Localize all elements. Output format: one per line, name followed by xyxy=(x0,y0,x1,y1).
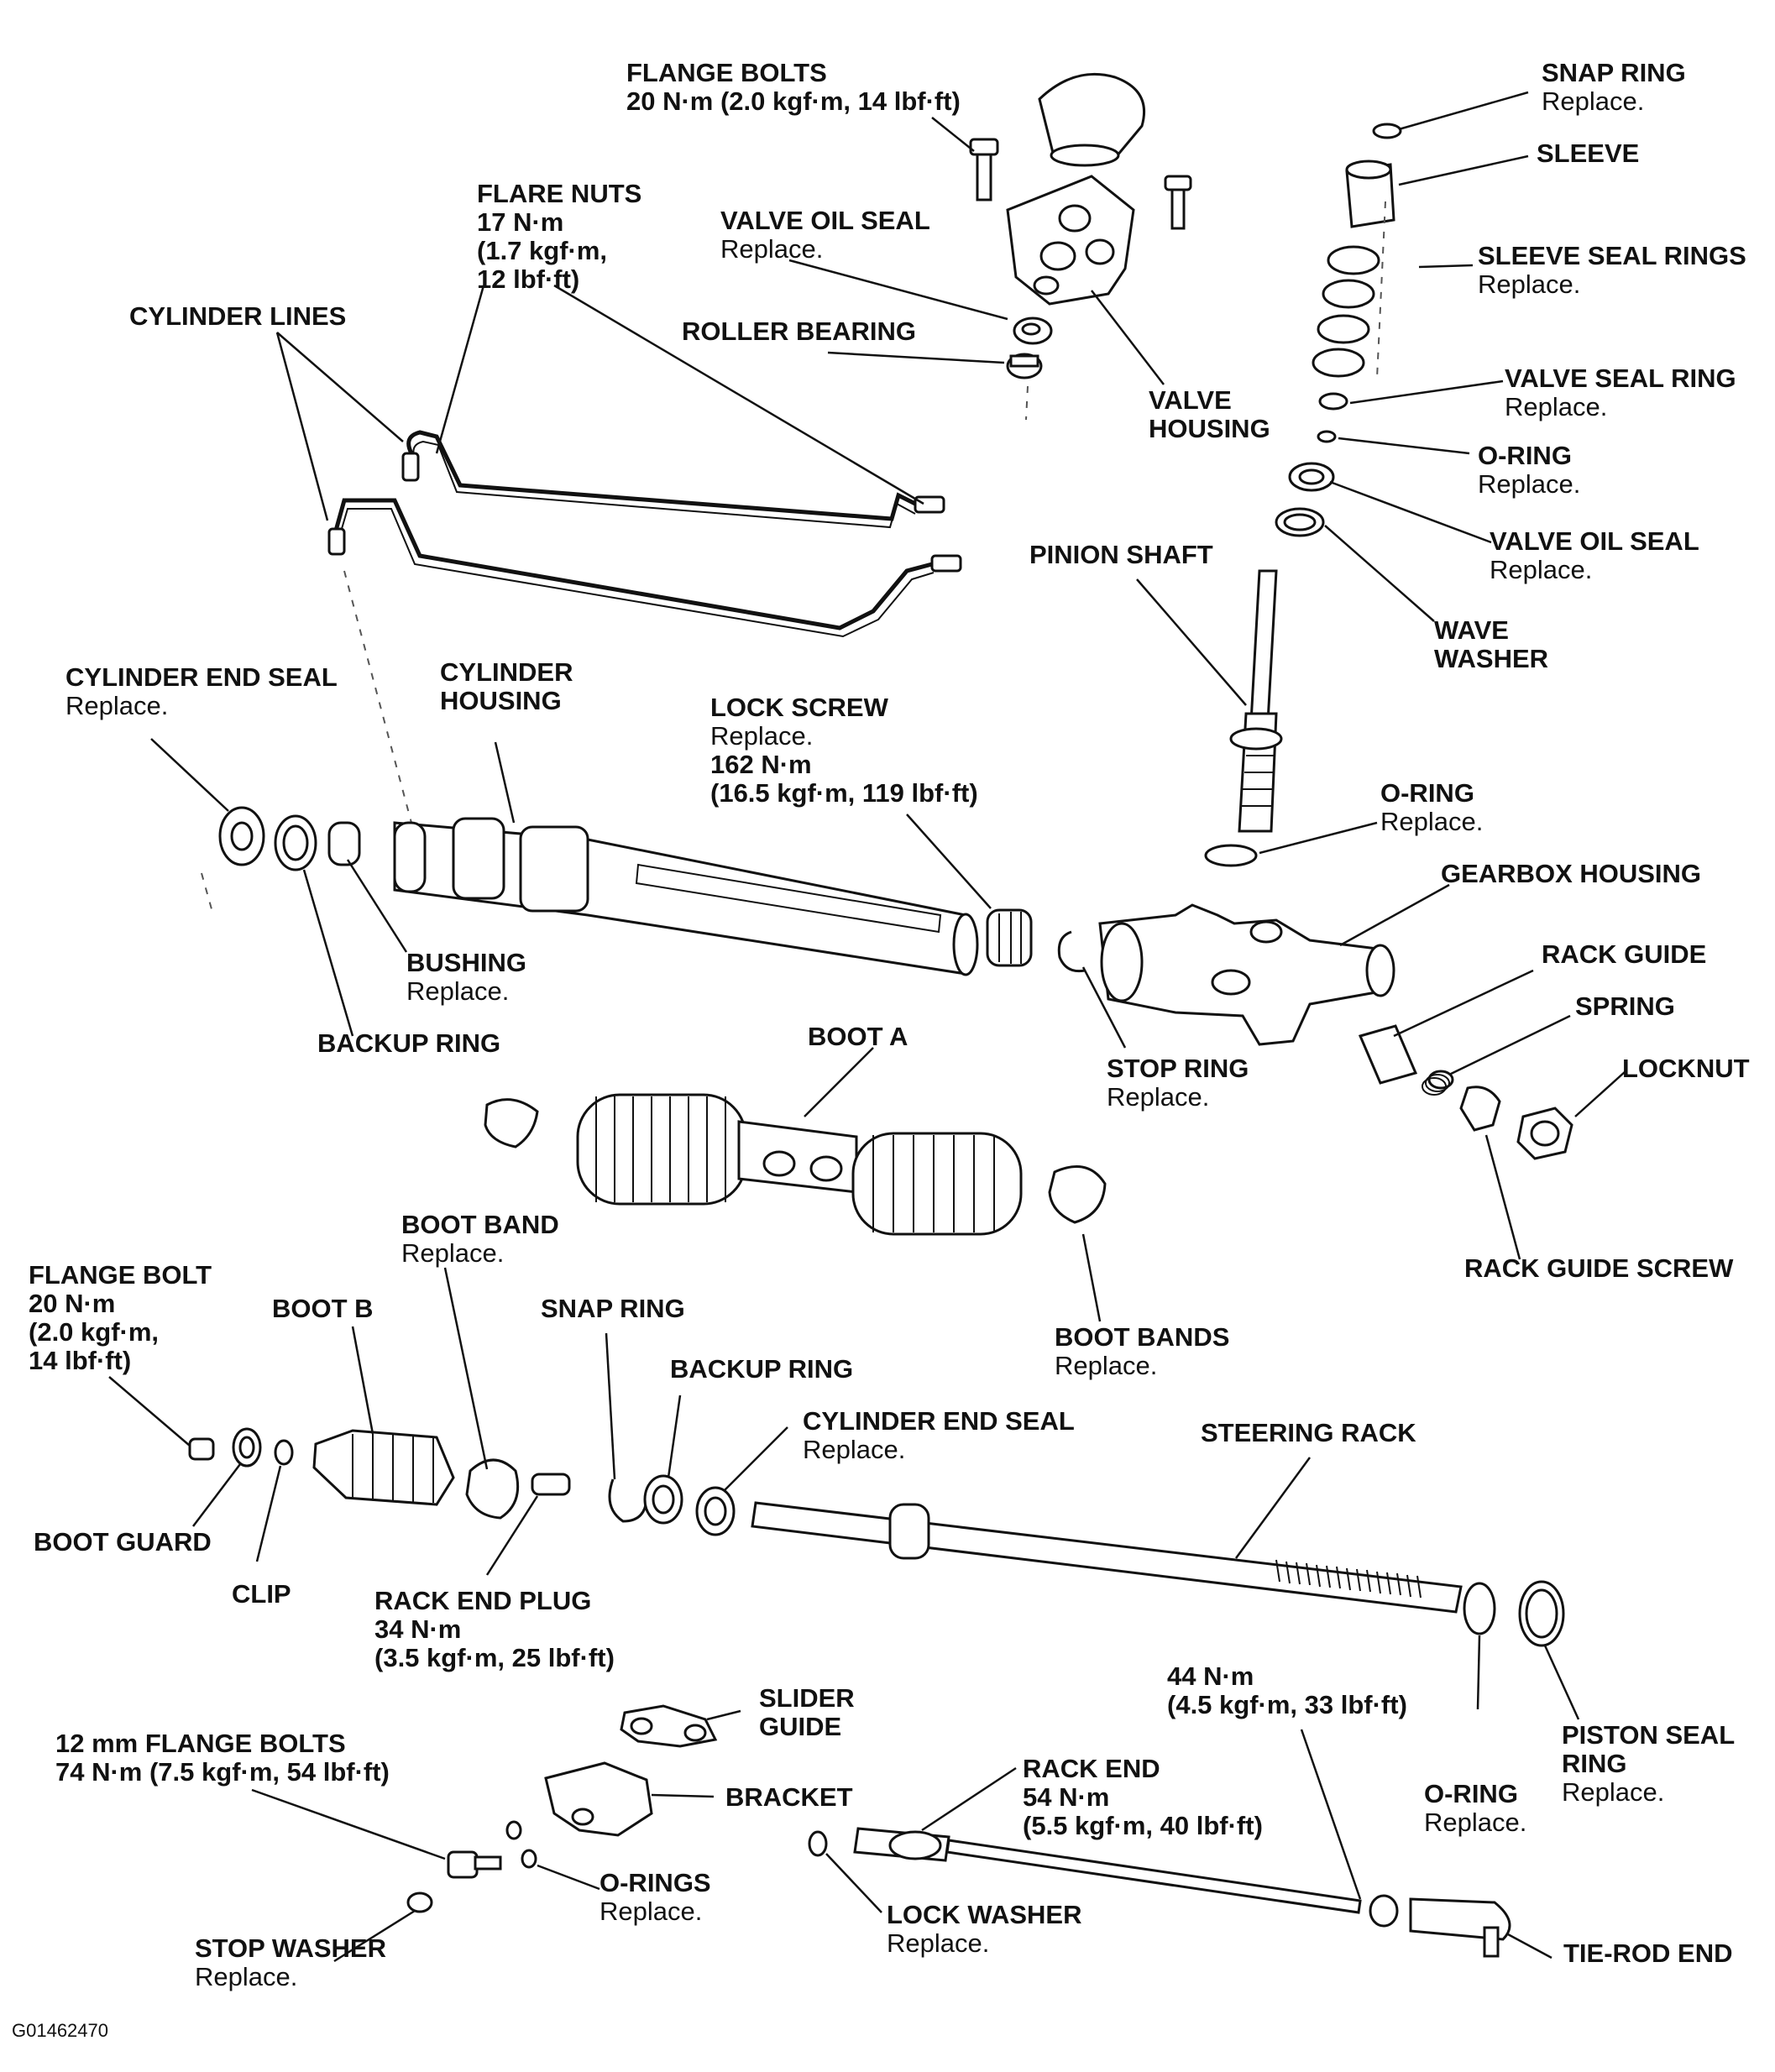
boot-a-part xyxy=(484,1093,1107,1236)
label-bracket: BRACKET xyxy=(725,1782,853,1812)
label-clip: CLIP xyxy=(232,1579,291,1609)
lock-screw-part xyxy=(986,908,1086,973)
label-locknut: LOCKNUT xyxy=(1622,1054,1750,1083)
label-backup-ring-left: BACKUP RING xyxy=(317,1028,501,1058)
label-snap-ring-mid: SNAP RING xyxy=(541,1294,685,1323)
label-boot-guard: BOOT GUARD xyxy=(34,1527,212,1557)
lower-left-parts xyxy=(188,1427,736,1536)
cylinder-housing-part xyxy=(393,817,979,976)
pinion-shaft-part xyxy=(1229,569,1283,833)
rack-guide-parts xyxy=(1358,1024,1573,1160)
label-cylinder-lines: CYLINDER LINES xyxy=(129,301,347,331)
tie-rod-parts xyxy=(808,1827,1511,1958)
label-tie-rod-torque: 44 N·m(4.5 kgf·m, 33 lbf·ft) xyxy=(1167,1661,1407,1719)
label-gearbox-housing: GEARBOX HOUSING xyxy=(1441,859,1702,888)
piston-seal-parts xyxy=(1463,1580,1565,1647)
label-boot-b: BOOT B xyxy=(272,1294,374,1323)
label-steering-rack: STEERING RACK xyxy=(1201,1418,1416,1447)
label-roller-bearing: ROLLER BEARING xyxy=(682,317,916,346)
label-sleeve: SLEEVE xyxy=(1537,139,1640,168)
valve-oil-seal-and-bearing-parts xyxy=(1006,317,1053,421)
left-seal-parts xyxy=(201,806,361,916)
label-backup-ring-mid: BACKUP RING xyxy=(670,1354,854,1384)
label-boot-a: BOOT A xyxy=(808,1022,908,1051)
label-pinion-shaft: PINION SHAFT xyxy=(1029,540,1213,569)
steering-rack-part xyxy=(751,1501,1463,1614)
label-spring: SPRING xyxy=(1575,992,1675,1021)
o-ring-part xyxy=(1204,844,1258,867)
flange-bolt-part xyxy=(969,138,1192,230)
label-rack-guide: RACK GUIDE xyxy=(1542,939,1707,969)
sleeve-stack-parts xyxy=(1275,123,1402,537)
cylinder-lines-part xyxy=(327,430,962,824)
figure-id: G01462470 xyxy=(12,2020,108,2041)
label-rack-guide-screw: RACK GUIDE SCREW xyxy=(1464,1253,1734,1283)
gearbox-housing-part xyxy=(1098,903,1395,1046)
bracket-parts xyxy=(544,1704,718,1837)
valve-housing-part xyxy=(1006,175,1135,306)
dust-cap xyxy=(1038,72,1146,167)
label-tie-rod-end: TIE-ROD END xyxy=(1563,1939,1733,1968)
leader-lines xyxy=(108,91,1626,1963)
flange-bolt-12mm-parts xyxy=(406,1820,537,1913)
